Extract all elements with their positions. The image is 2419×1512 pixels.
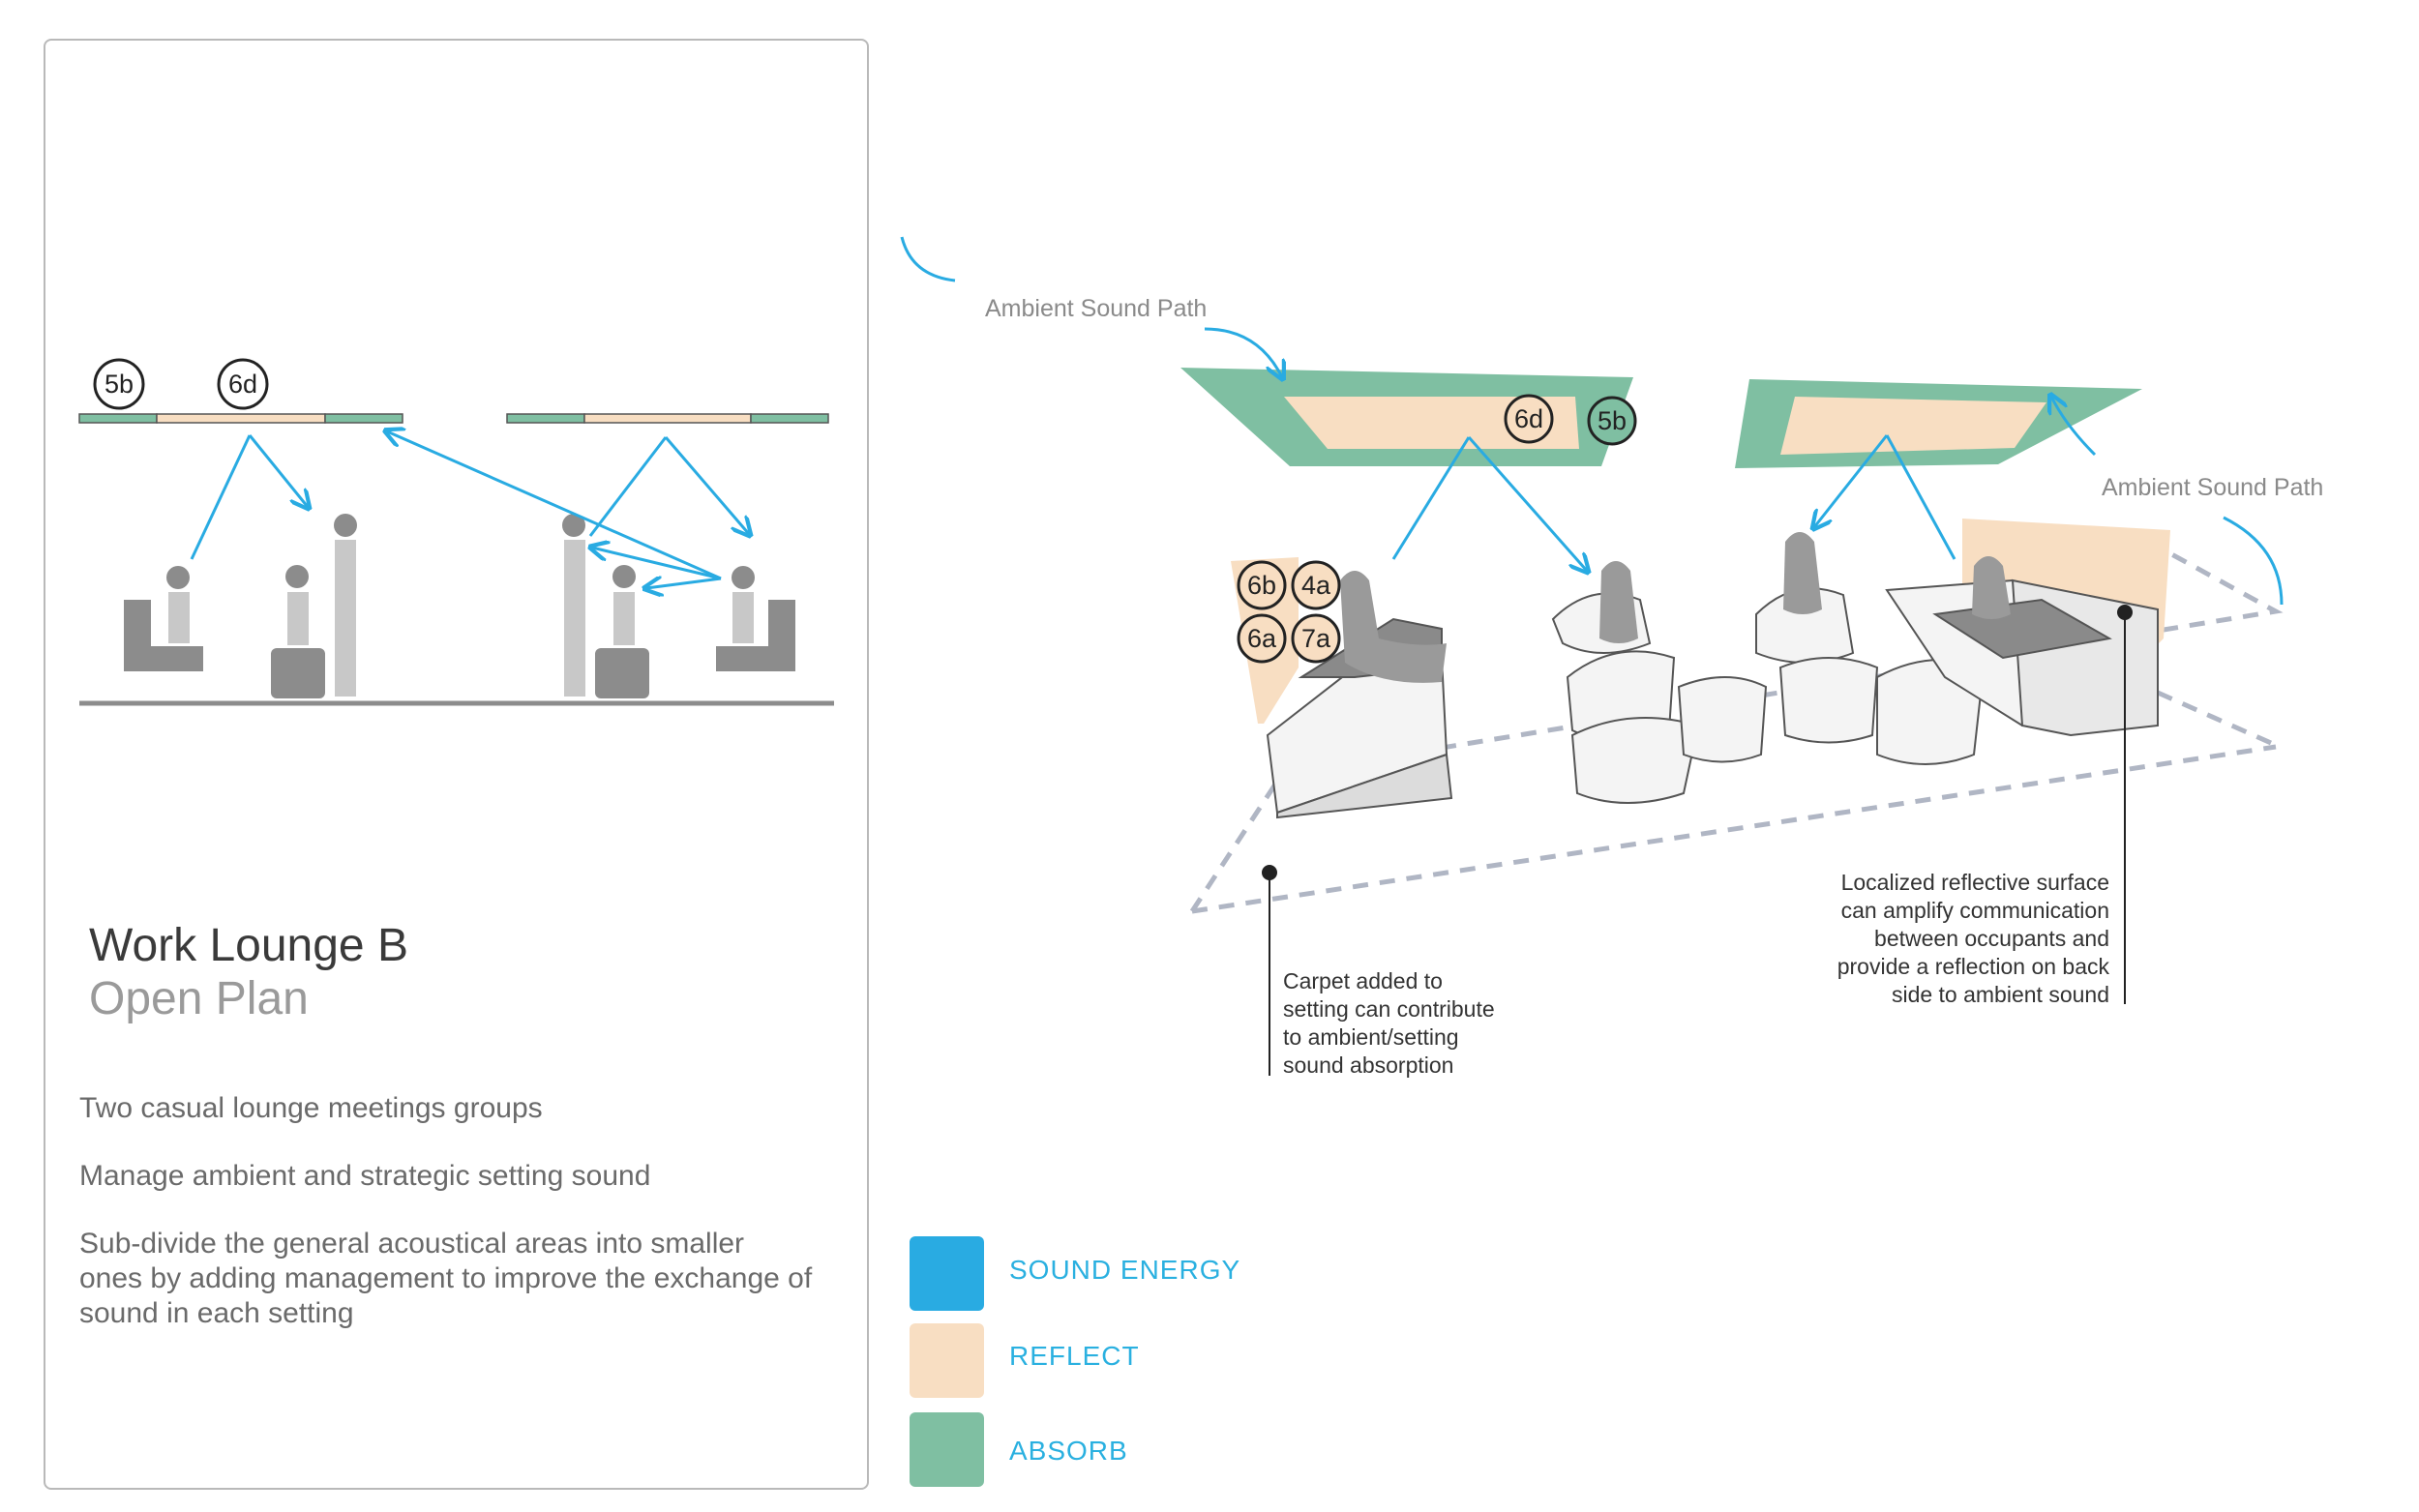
section-ceiling-left (78, 413, 403, 424)
legend-swatch-reflect (910, 1323, 984, 1398)
legend-label-sound-energy: SOUND ENERGY (1009, 1255, 1241, 1285)
callout-leaders (1262, 605, 2133, 1076)
iso-ceiling-left (1180, 368, 1633, 466)
iso-tag-5b (1587, 396, 1637, 446)
iso-tag-6a-label: 6a (1247, 624, 1277, 653)
legend-label-absorb: ABSORB (1009, 1436, 1128, 1466)
iso-tag-4a-label: 4a (1301, 571, 1331, 600)
description-3: Sub-divide the general acoustical areas … (79, 1228, 813, 1329)
iso-tag-4a (1291, 560, 1341, 610)
section-left-group (124, 514, 357, 698)
carpet-outline (1189, 532, 2284, 913)
legend-swatch-sound-energy (910, 1236, 984, 1311)
iso-tag-6d (1504, 394, 1554, 444)
legend-swatch-absorb (910, 1412, 984, 1487)
note-carpet: Carpet added to setting can contribute t… (1283, 968, 1495, 1078)
iso-lounge-left (1266, 561, 1768, 819)
legend-label-reflect: REFLECT (1009, 1341, 1140, 1371)
iso-tag-7a-label: 7a (1301, 624, 1331, 653)
ambient-path-label-right: Ambient Sound Path (2102, 474, 2324, 501)
description-2: Manage ambient and strategic setting sou… (79, 1160, 651, 1192)
iso-tag-5b-label: 5b (1598, 406, 1627, 435)
description-1: Two casual lounge meetings groups (79, 1092, 543, 1124)
iso-tag-6d-label: 6d (1514, 404, 1543, 433)
section-tag-5b (93, 358, 145, 410)
page-title: Work Lounge B (89, 920, 408, 971)
iso-lounge-right (1755, 532, 2159, 765)
iso-tag-6b (1237, 560, 1287, 610)
iso-ceiling-right (1735, 379, 2142, 468)
section-sound-arrows (190, 431, 749, 588)
iso-sound-arrows (900, 236, 2284, 606)
ambient-path-label-left: Ambient Sound Path (985, 295, 1208, 322)
iso-tag-6b-label: 6b (1247, 571, 1276, 600)
page-subtitle: Open Plan (89, 973, 309, 1024)
section-tag-5b-label: 5b (105, 370, 134, 399)
iso-tag-6a (1237, 613, 1287, 664)
section-ceiling-right (506, 413, 829, 424)
iso-tag-7a (1291, 613, 1341, 664)
note-reflective: Localized reflective surface can amplify… (1837, 870, 2109, 1007)
section-tag-6d (217, 358, 269, 410)
section-right-group (562, 514, 795, 698)
section-tag-6d-label: 6d (228, 370, 257, 399)
left-panel (44, 39, 869, 1490)
